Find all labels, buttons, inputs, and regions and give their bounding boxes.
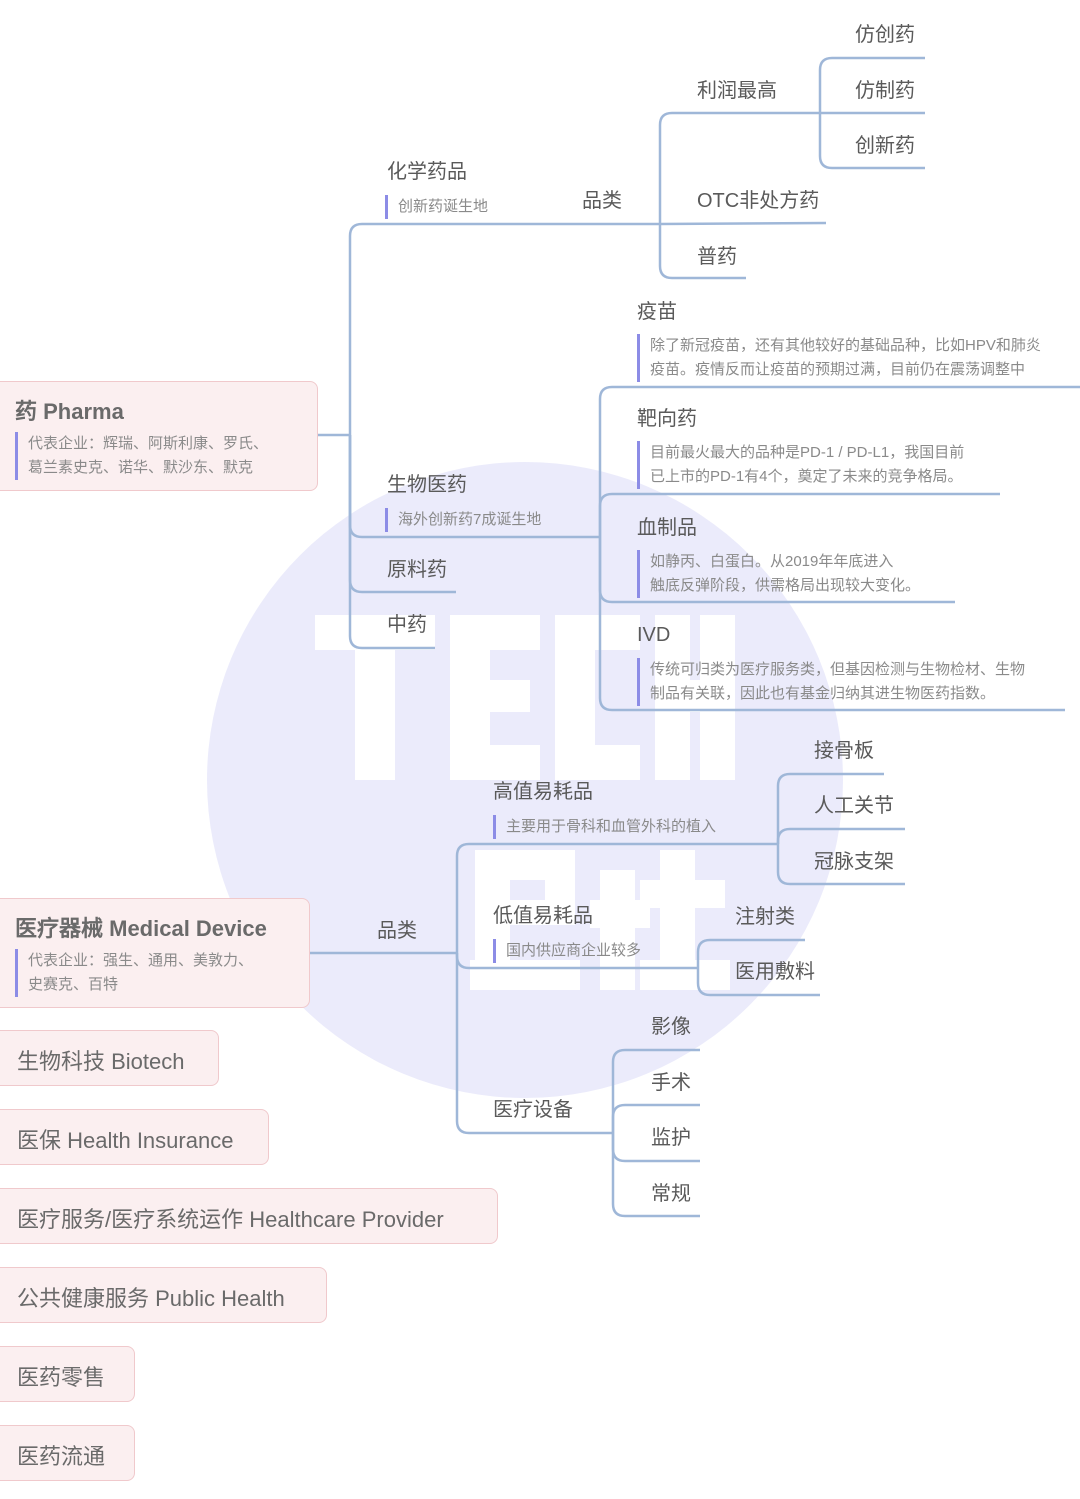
note-line: 疫苗。疫情反而让疫苗的预期过满，目前仍在震荡调整中 — [650, 361, 1026, 378]
root-node-retail[interactable]: 医药零售 — [0, 1346, 135, 1402]
node-category[interactable]: 品类 — [582, 190, 622, 212]
connector-line — [696, 968, 820, 997]
node-ivd[interactable]: IVD — [637, 624, 671, 646]
node-api[interactable]: 原料药 — [387, 559, 447, 581]
connector-line — [455, 842, 778, 953]
node-leaf[interactable]: 人工关节 — [814, 795, 894, 817]
node-generic[interactable]: 普药 — [697, 246, 737, 268]
note-line: 传统可归类为医疗服务类，但基因检测与生物检材、生物 — [650, 661, 1026, 678]
root-node-pharma[interactable]: 药 Pharma 代表企业：辉瑞、阿斯利康、罗氏、葛兰素史克、诺华、默沙东、默克 — [0, 381, 318, 491]
node-tcm[interactable]: 中药 — [387, 614, 427, 636]
connector-line — [818, 56, 925, 113]
node-note: 传统可归类为医疗服务类，但基因检测与生物检材、生物制品有关联，因此也有基金归纳其… — [637, 658, 1025, 706]
connector-line — [776, 772, 884, 844]
watermark-lettering — [315, 615, 735, 990]
node-category[interactable]: 品类 — [377, 920, 417, 942]
root-node-public-health[interactable]: 公共健康服务 Public Health — [0, 1267, 327, 1323]
node-chem[interactable]: 化学药品 — [387, 161, 467, 183]
node-profit[interactable]: 利润最高 — [697, 80, 777, 102]
note-line: 已上市的PD-1有4个，奠定了未来的竞争格局。 — [650, 468, 963, 485]
note-line: 代表企业：辉瑞、阿斯利康、罗氏、 — [28, 435, 269, 452]
connector-line — [776, 827, 905, 844]
node-vaccine[interactable]: 疫苗 — [637, 301, 677, 323]
node-title: 医疗器械 Medical Device — [15, 916, 267, 941]
connector-line — [348, 435, 435, 650]
note-line: 触底反弹阶段，供需格局出现较大变化。 — [650, 577, 921, 594]
node-note: 主要用于骨科和血管外科的植入 — [493, 815, 716, 839]
root-node-distribution[interactable]: 医药流通 — [0, 1425, 135, 1481]
connector-line — [598, 385, 1080, 537]
connector-line — [455, 953, 613, 1135]
root-node-provider[interactable]: 医疗服务/医疗系统运作 Healthcare Provider — [0, 1188, 498, 1244]
node-leaf[interactable]: 接骨板 — [814, 740, 874, 762]
note-line: 如静丙、白蛋白。从2019年年底进入 — [650, 553, 894, 570]
node-targeted[interactable]: 靶向药 — [637, 408, 697, 430]
node-leaf[interactable]: 监护 — [651, 1127, 691, 1149]
node-leaf[interactable]: 影像 — [651, 1016, 691, 1038]
node-leaf[interactable]: 仿制药 — [855, 80, 915, 102]
node-high-value[interactable]: 高值易耗品 — [493, 781, 593, 803]
connector-line — [598, 492, 1000, 537]
connector-line — [776, 844, 905, 886]
root-node-insurance[interactable]: 医保 Health Insurance — [0, 1109, 269, 1165]
connector-line — [598, 537, 1065, 712]
node-blood[interactable]: 血制品 — [637, 517, 697, 539]
node-otc[interactable]: OTC非处方药 — [697, 190, 820, 212]
connector-line — [611, 1048, 700, 1133]
node-leaf[interactable]: 创新药 — [855, 135, 915, 157]
note-line: 目前最火最大的品种是PD-1 / PD-L1，我国目前 — [650, 444, 965, 461]
node-note: 代表企业：强生、通用、美敦力、史赛克、百特 — [15, 949, 253, 997]
connector-line — [348, 222, 660, 435]
connector-line — [818, 113, 925, 170]
node-leaf[interactable]: 注射类 — [735, 906, 795, 928]
node-note: 海外创新药7成诞生地 — [385, 508, 541, 532]
connector-line — [696, 938, 805, 968]
connector-line — [658, 224, 746, 280]
note-line: 制品有关联，因此也有基金归纳其进生物医药指数。 — [650, 685, 996, 702]
connector-line — [611, 1103, 700, 1133]
node-low-value[interactable]: 低值易耗品 — [493, 905, 593, 927]
node-equipment[interactable]: 医疗设备 — [493, 1099, 573, 1121]
node-leaf[interactable]: 手术 — [651, 1072, 691, 1094]
root-node-biotech[interactable]: 生物科技 Biotech — [0, 1030, 219, 1086]
node-note: 如静丙、白蛋白。从2019年年底进入触底反弹阶段，供需格局出现较大变化。 — [637, 550, 920, 598]
connector-line — [658, 111, 820, 224]
node-note: 代表企业：辉瑞、阿斯利康、罗氏、葛兰素史克、诺华、默沙东、默克 — [15, 432, 268, 480]
node-leaf[interactable]: 常规 — [651, 1183, 691, 1205]
note-line: 史赛克、百特 — [28, 976, 119, 993]
connector-line — [611, 1133, 700, 1218]
connector-line — [659, 221, 827, 226]
node-leaf[interactable]: 仿创药 — [855, 24, 915, 46]
node-leaf[interactable]: 医用敷料 — [735, 961, 815, 983]
note-line: 代表企业：强生、通用、美敦力、 — [28, 952, 254, 969]
node-note: 国内供应商企业较多 — [493, 939, 641, 963]
node-title: 药 Pharma — [15, 399, 124, 424]
node-note: 创新药诞生地 — [385, 195, 488, 219]
node-note: 目前最火最大的品种是PD-1 / PD-L1，我国目前已上市的PD-1有4个，奠… — [637, 441, 964, 489]
note-line: 除了新冠疫苗，还有其他较好的基础品种，比如HPV和肺炎 — [650, 337, 1041, 354]
node-bio[interactable]: 生物医药 — [387, 474, 467, 496]
root-node-device[interactable]: 医疗器械 Medical Device 代表企业：强生、通用、美敦力、史赛克、百… — [0, 898, 310, 1008]
note-line: 葛兰素史克、诺华、默沙东、默克 — [28, 459, 254, 476]
node-note: 除了新冠疫苗，还有其他较好的基础品种，比如HPV和肺炎疫苗。疫情反而让疫苗的预期… — [637, 334, 1041, 382]
node-leaf[interactable]: 冠脉支架 — [814, 851, 894, 873]
